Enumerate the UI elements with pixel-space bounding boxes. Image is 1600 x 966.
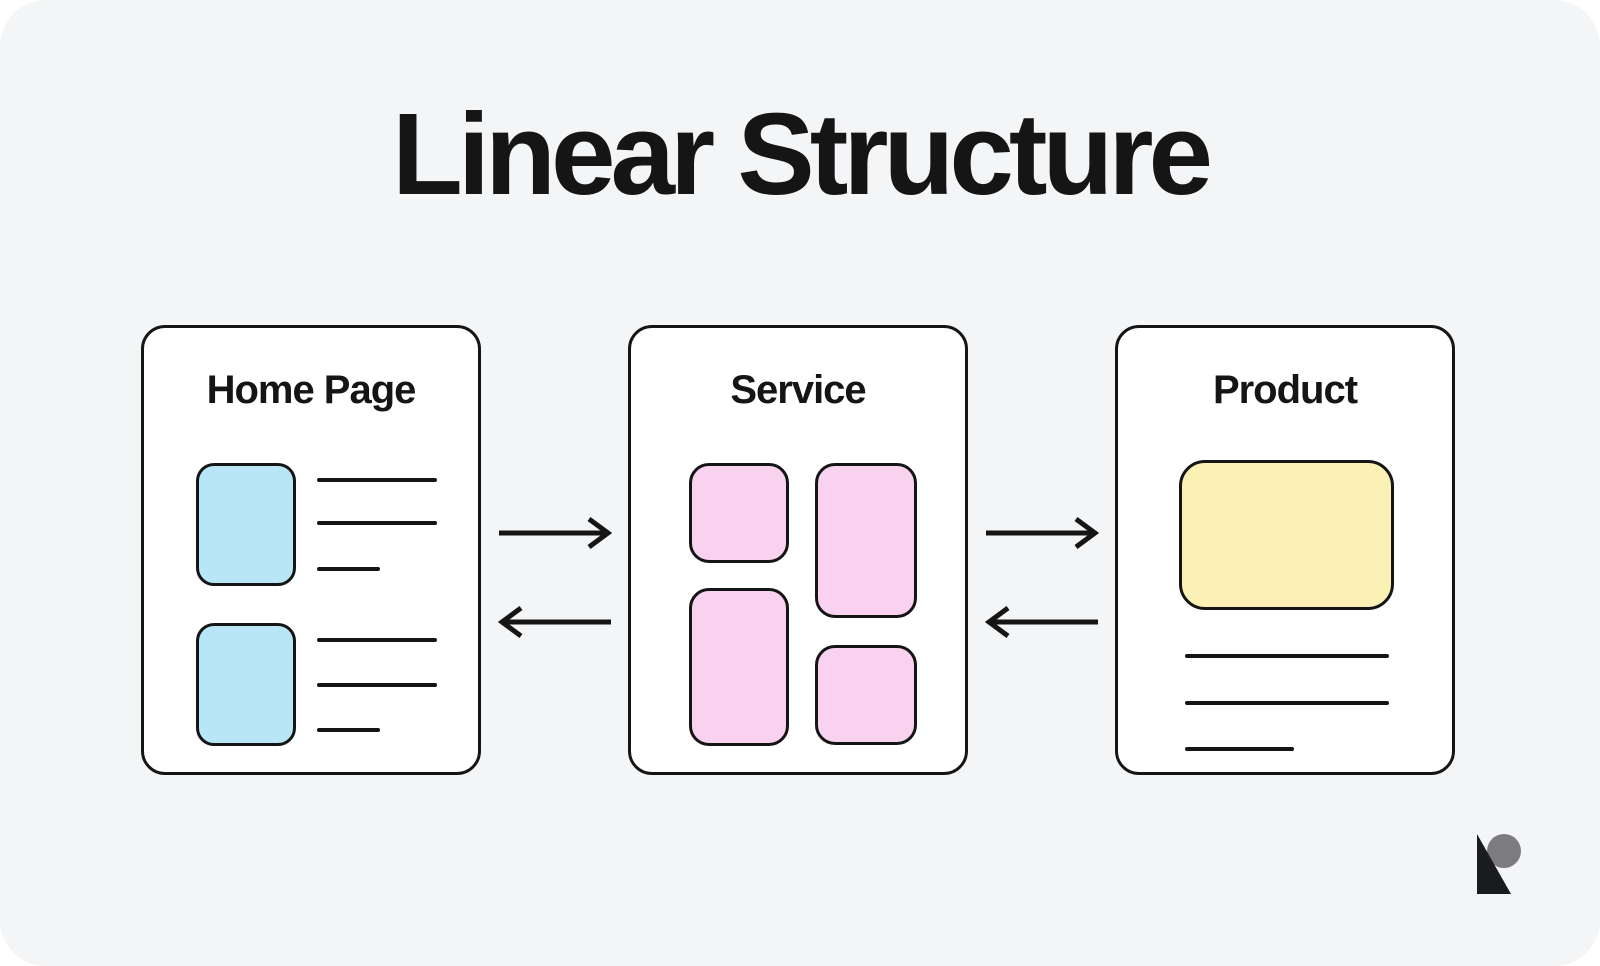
service-content-block bbox=[815, 463, 917, 618]
service-content-block bbox=[689, 588, 789, 746]
text-line bbox=[317, 478, 437, 482]
card-service: Service bbox=[628, 325, 968, 775]
card-product: Product bbox=[1115, 325, 1455, 775]
text-line bbox=[317, 728, 380, 732]
home-image-placeholder-block bbox=[196, 623, 296, 746]
card-service-title: Service bbox=[730, 368, 866, 412]
card-home-page: Home Page bbox=[141, 325, 481, 775]
text-line bbox=[1185, 701, 1389, 705]
page-title: Linear Structure bbox=[392, 89, 1213, 219]
service-content-block bbox=[815, 645, 917, 745]
text-line bbox=[1185, 654, 1389, 658]
product-hero-placeholder-block bbox=[1179, 460, 1394, 610]
arrow-forward-service-to-product-icon bbox=[985, 516, 1099, 550]
home-image-placeholder-block bbox=[196, 463, 296, 586]
brand-logo-r-icon bbox=[1477, 834, 1523, 894]
arrow-backward-product-to-service-icon bbox=[985, 605, 1099, 639]
card-product-title: Product bbox=[1212, 368, 1358, 412]
arrow-forward-home-to-service-icon bbox=[498, 516, 612, 550]
text-line bbox=[317, 521, 437, 525]
card-home-page-title: Home Page bbox=[206, 368, 417, 412]
text-line bbox=[317, 567, 380, 571]
text-line bbox=[317, 638, 437, 642]
text-line bbox=[1185, 747, 1294, 751]
service-content-block bbox=[689, 463, 789, 563]
text-line bbox=[317, 683, 437, 687]
arrow-backward-service-to-home-icon bbox=[498, 605, 612, 639]
